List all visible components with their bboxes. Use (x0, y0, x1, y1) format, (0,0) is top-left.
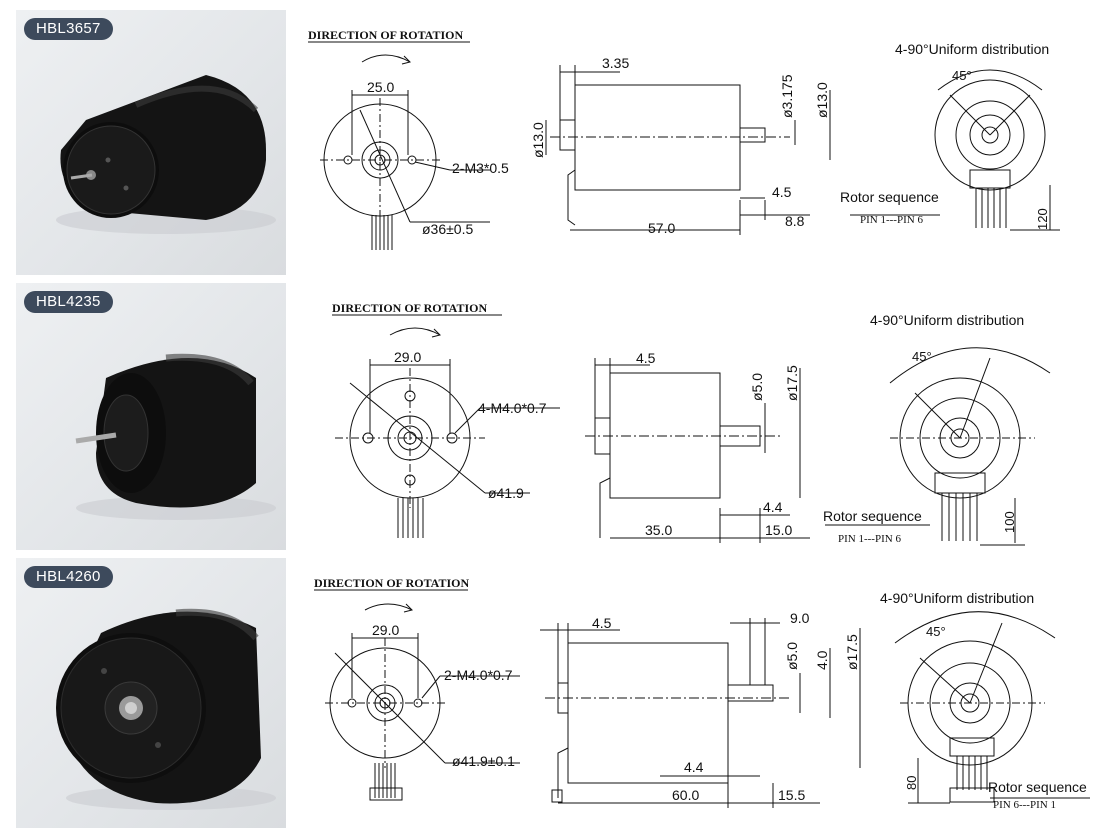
length-dim: 35.0 (645, 522, 672, 538)
diameter-note: ø41.9±0.1 (452, 753, 515, 769)
distribution-note: 4-90°Uniform distribution (880, 590, 1034, 606)
distribution-note: 4-90°Uniform distribution (870, 312, 1024, 328)
lead-length-dim: 100 (1002, 511, 1017, 533)
rotor-label: Rotor sequence (840, 189, 939, 205)
direction-label: DIRECTION OF ROTATION (308, 28, 463, 42)
motor-image (56, 608, 276, 810)
motor-image (75, 353, 276, 520)
lead-length-dim: 120 (1035, 208, 1050, 230)
technical-drawing: DIRECTION OF ROTATION 29.0 2-M4.0*0.7 ø4… (290, 558, 1100, 828)
product-row-3: HBL4260 (0, 558, 1100, 828)
pin-label: PIN 1---PIN 6 (860, 214, 923, 226)
shaft-length-dim: 15.5 (778, 787, 805, 803)
rotor-label: Rotor sequence (823, 508, 922, 524)
hole-note: 2-M3*0.5 (452, 160, 509, 176)
lead-length-dim: 80 (904, 776, 919, 790)
distribution-note: 4-90°Uniform distribution (895, 41, 1049, 57)
shaft-dia-dim: ø5.0 (749, 373, 765, 401)
direction-label: DIRECTION OF ROTATION (314, 576, 469, 590)
shaft-length-dim: 8.8 (785, 213, 805, 229)
technical-drawing: DIRECTION OF ROTATION 29.0 4-M4.0*0.7 ø4… (290, 283, 1100, 550)
front-width-dim: 29.0 (394, 349, 421, 365)
body-dia-dim: ø17.5 (844, 634, 860, 670)
shaft-outer-dim: ø13.0 (814, 82, 830, 118)
diameter-note: ø41.9 (488, 485, 524, 501)
model-badge: HBL3657 (24, 18, 113, 40)
flange-dim: 3.35 (602, 55, 629, 71)
angle-dim: 45° (952, 68, 972, 83)
drawing-svg: DIRECTION OF ROTATION 29.0 2-M4.0*0.7 ø4… (314, 576, 1090, 811)
model-badge: HBL4235 (24, 291, 113, 313)
step-dim: 4.4 (684, 759, 704, 775)
step-dim: 4.5 (772, 184, 792, 200)
shaft-dia-dim: ø5.0 (784, 642, 800, 670)
front-width-dim: 29.0 (372, 622, 399, 638)
body-dia-dim: ø17.5 (784, 365, 800, 401)
angle-dim: 45° (926, 624, 946, 639)
flange-dim: 4.5 (592, 615, 612, 631)
pin-label: PIN 1---PIN 6 (838, 533, 901, 545)
drawing-svg: DIRECTION OF ROTATION 29.0 4-M4.0*0.7 ø4… (332, 301, 1051, 546)
step-dim: 4.4 (763, 499, 783, 515)
length-dim: 57.0 (648, 220, 675, 236)
angle-dim: 45° (912, 349, 932, 364)
flat-dim: 4.0 (814, 650, 830, 670)
product-row-2: HBL4235 (0, 283, 1100, 550)
diameter-note: ø36±0.5 (422, 221, 473, 237)
shaft-length-dim: 15.0 (765, 522, 792, 538)
body-dia-dim: ø13.0 (530, 122, 546, 158)
pin-label: PIN 6---PIN 1 (993, 799, 1056, 811)
motor-photo: HBL4260 (16, 558, 286, 828)
rotor-label: Rotor sequence (988, 779, 1087, 795)
model-badge: HBL4260 (24, 566, 113, 588)
shaft-dia-dim: ø3.175 (779, 74, 795, 118)
motor-photo: HBL4235 (16, 283, 286, 550)
hole-note: 4-M4.0*0.7 (478, 400, 547, 416)
flange-dim: 4.5 (636, 350, 656, 366)
front-width-dim: 25.0 (367, 79, 394, 95)
hole-note: 2-M4.0*0.7 (444, 667, 513, 683)
motor-photo: HBL3657 (16, 10, 286, 275)
shaft-offset-dim: 9.0 (790, 610, 810, 626)
drawing-svg: DIRECTION OF ROTATION 25.0 2-M3*0.5 ø36±… (308, 28, 1060, 250)
motor-image (56, 75, 276, 234)
direction-label: DIRECTION OF ROTATION (332, 301, 487, 315)
length-dim: 60.0 (672, 787, 699, 803)
product-row-1: HBL3657 (0, 10, 1100, 275)
technical-drawing: DIRECTION OF ROTATION 25.0 2-M3*0.5 ø36±… (290, 10, 1100, 275)
